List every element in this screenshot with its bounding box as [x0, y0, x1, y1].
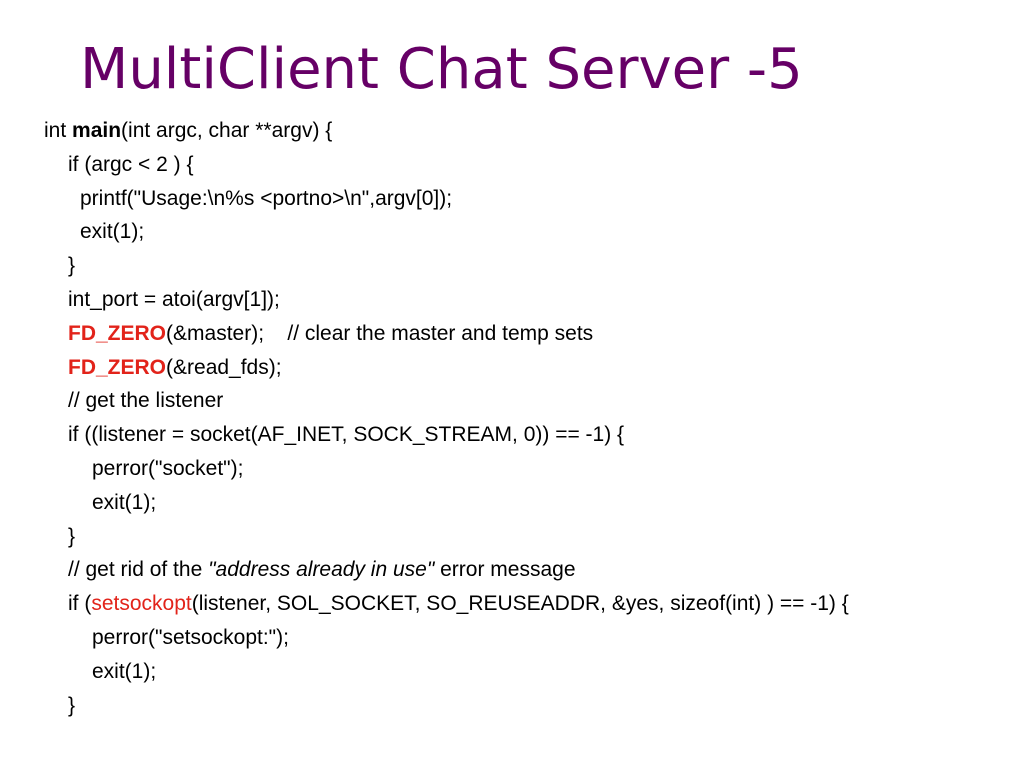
code-token: (listener, SOL_SOCKET, SO_REUSEADDR, &ye…	[191, 592, 849, 616]
code-token: if (	[68, 592, 92, 616]
code-token: error message	[434, 558, 576, 582]
code-token-setsockopt: setsockopt	[91, 592, 192, 616]
code-line-14: // get rid of the "address already in us…	[44, 553, 849, 587]
code-line-8: FD_ZERO(&read_fds);	[44, 351, 849, 385]
code-token: int	[44, 119, 73, 142]
code-line-17: exit(1);	[92, 659, 157, 683]
code-line-5: }	[68, 254, 76, 278]
code-line-2: if (argc < 2 ) {	[68, 152, 194, 176]
code-block: int main(int argc, char **argv) { if (ar…	[44, 114, 849, 722]
code-line-7: FD_ZERO(&master); // clear the master an…	[44, 317, 849, 351]
code-token-fd-zero: FD_ZERO	[68, 321, 167, 345]
code-token-fd-zero: FD_ZERO	[68, 355, 167, 379]
code-line-16: perror("setsockopt:");	[92, 625, 289, 649]
code-line-4: exit(1);	[80, 220, 145, 244]
code-line-9: // get the listener	[68, 389, 224, 413]
code-line-15: if (setsockopt(listener, SOL_SOCKET, SO_…	[44, 587, 849, 621]
code-line-1: int main(int argc, char **argv) {	[44, 114, 849, 148]
code-line-18: }	[68, 693, 76, 717]
code-token: // get rid of the	[68, 558, 209, 582]
code-token-italic: "address already in use"	[208, 558, 435, 582]
code-line-10: if ((listener = socket(AF_INET, SOCK_STR…	[68, 423, 625, 447]
slide-title: MultiClient Chat Server -5	[80, 37, 803, 102]
code-line-12: exit(1);	[92, 490, 157, 514]
code-line-6: int_port = atoi(argv[1]);	[68, 287, 280, 311]
code-token-main: main	[72, 119, 122, 142]
code-token: (int argc, char **argv) {	[121, 119, 333, 142]
code-token: (&master); // clear the master and temp …	[166, 321, 594, 345]
code-line-13: }	[68, 524, 76, 548]
code-line-3: printf("Usage:\n%s <portno>\n",argv[0]);	[80, 186, 453, 210]
code-line-11: perror("socket");	[92, 456, 244, 480]
code-token: (&read_fds);	[166, 355, 282, 379]
